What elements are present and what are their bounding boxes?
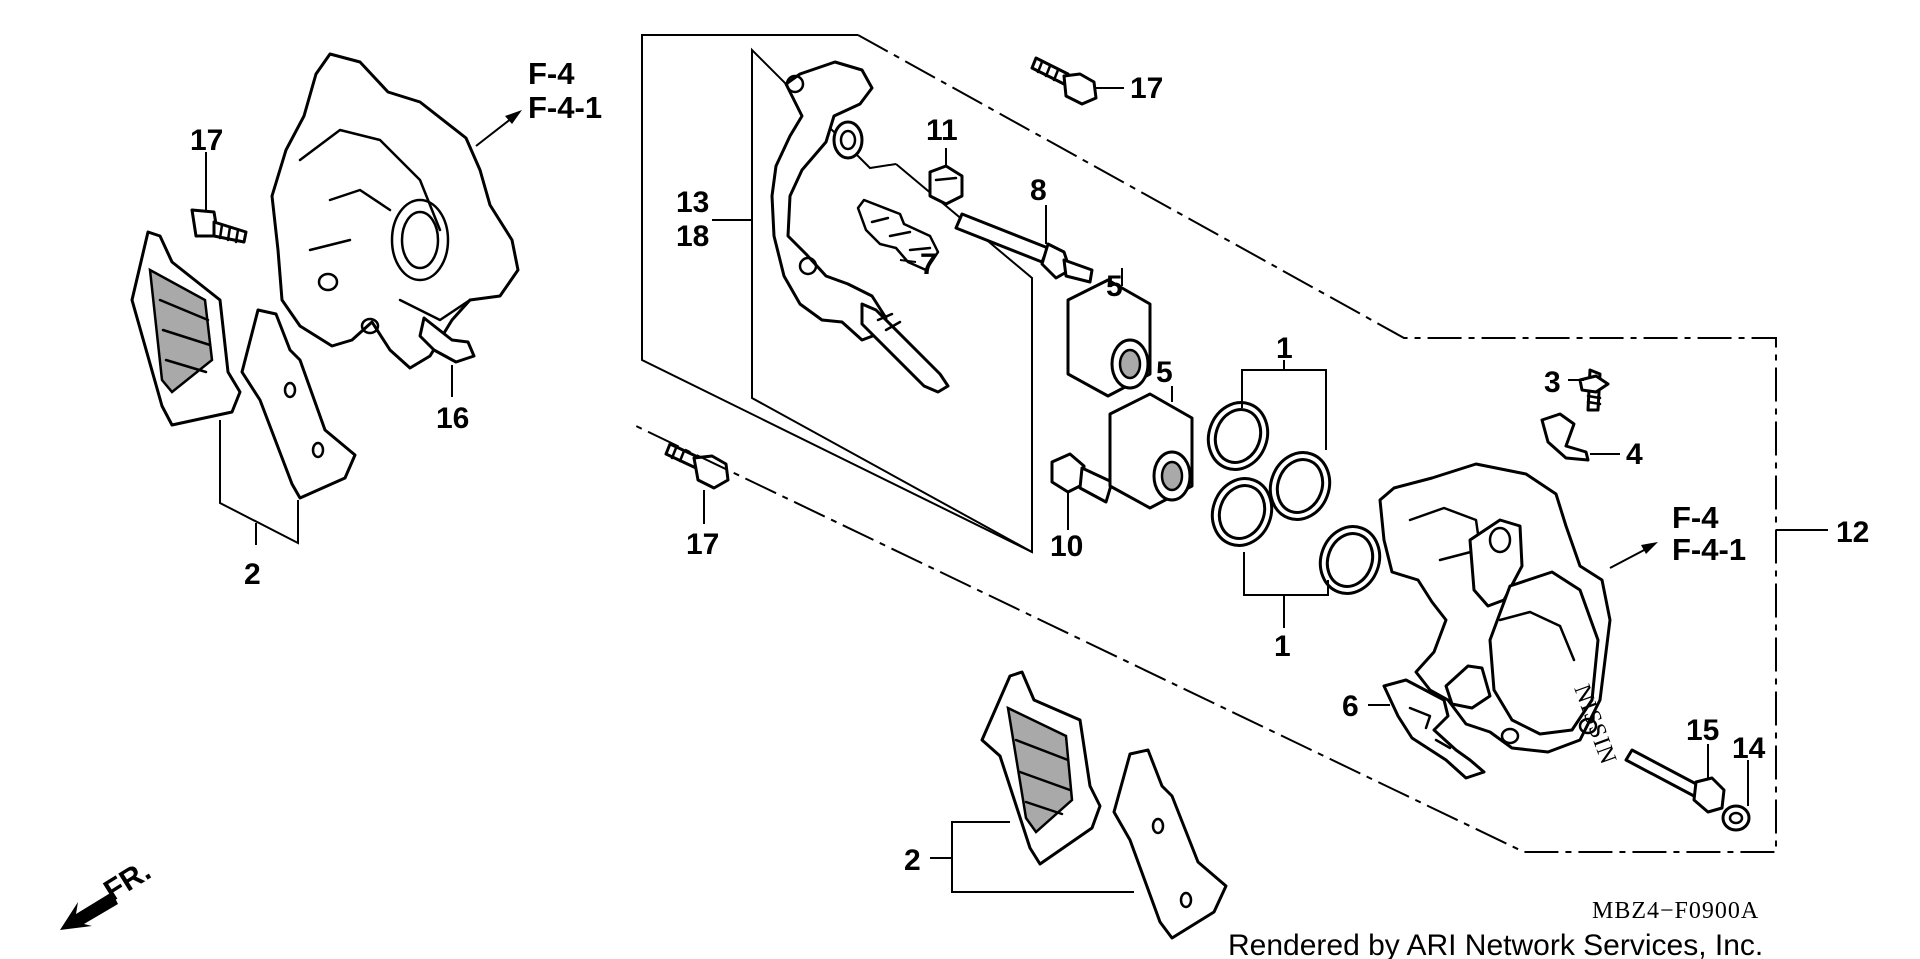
callout-5-lower: 5: [1156, 356, 1173, 389]
render-credit: Rendered by ARI Network Services, Inc.: [1228, 929, 1763, 959]
left-ref-arrow: [475, 110, 522, 147]
caliper-bracket[interactable]: [770, 60, 888, 342]
pistons[interactable]: [1066, 268, 1194, 510]
bleeder-screw[interactable]: [1568, 368, 1610, 412]
diagram-code: MBZ4−F0900A: [1592, 898, 1759, 924]
callout-1-lower: 1: [1274, 630, 1291, 663]
callout-2-left: 2: [244, 558, 261, 591]
outer-dashed-box: [635, 34, 1828, 853]
left-caliper-bolt[interactable]: [190, 208, 248, 244]
left-brake-pads[interactable]: [130, 230, 357, 500]
callout-17-lower: 17: [686, 528, 719, 561]
right-ref-arrow: [1609, 542, 1658, 569]
left-caliper-body[interactable]: [270, 52, 520, 370]
ref-left-f4[interactable]: F-4: [528, 56, 575, 91]
callout-13: 13: [676, 186, 709, 219]
callout-12: 12: [1836, 516, 1869, 549]
callout-8: 8: [1030, 174, 1047, 207]
callout-10: 10: [1050, 530, 1083, 563]
callout-3: 3: [1544, 366, 1561, 399]
callout-18: 18: [676, 220, 709, 253]
callout-7: 7: [920, 248, 937, 281]
piston-seals[interactable]: [1199, 360, 1389, 628]
ref-right-f4-1[interactable]: F-4-1: [1672, 532, 1746, 567]
ref-right-f4[interactable]: F-4: [1672, 500, 1719, 535]
bleeder-cap[interactable]: [1540, 412, 1620, 462]
bolt-10[interactable]: [1050, 452, 1114, 530]
bracket-outline-boxes: [641, 34, 1033, 554]
caliper-pin-15[interactable]: [1624, 744, 1726, 814]
front-direction-arrow: FR.: [60, 854, 157, 930]
pad-retainer-plate[interactable]: [1368, 678, 1486, 780]
callout-16: 16: [436, 402, 469, 435]
lower-bolt-17[interactable]: [664, 442, 730, 524]
callout-1-upper: 1: [1276, 332, 1293, 365]
callout-11: 11: [926, 114, 958, 147]
callout-17-top: 17: [1130, 72, 1163, 105]
callout-15: 15: [1686, 714, 1719, 747]
callout-14: 14: [1732, 732, 1766, 765]
bracket-slide-pin[interactable]: [860, 302, 950, 394]
bolt-11[interactable]: [928, 164, 964, 206]
callout-6: 6: [1342, 690, 1359, 723]
top-bolt-17[interactable]: [1030, 56, 1124, 106]
bottom-brake-pads[interactable]: [930, 670, 1228, 940]
callout-5-upper: 5: [1106, 270, 1123, 303]
pin-plug-14[interactable]: [1721, 760, 1751, 832]
ref-left-f4-1[interactable]: F-4-1: [528, 90, 602, 125]
pad-spring[interactable]: [856, 198, 940, 272]
callout-4: 4: [1626, 438, 1643, 471]
pin-bolt-8[interactable]: [954, 205, 1094, 284]
right-caliper-body[interactable]: NISSIN: [1378, 462, 1621, 768]
callout-2-bottom: 2: [904, 844, 921, 877]
left-callout-leads: [205, 152, 453, 545]
callout-17-left: 17: [190, 124, 223, 157]
